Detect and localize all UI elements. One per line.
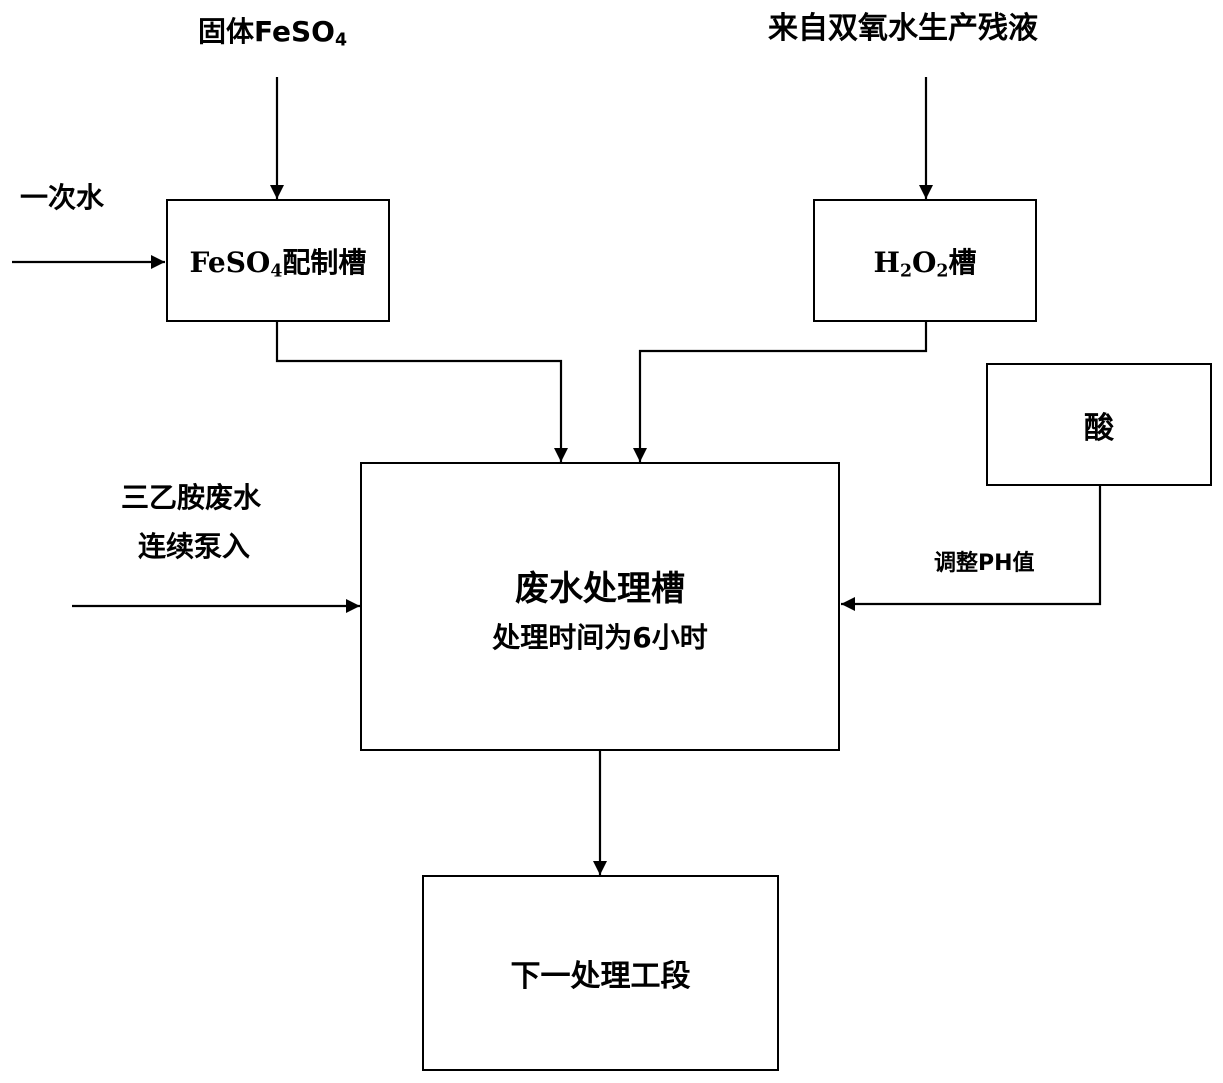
- tea-wastewater-label-line1: 三乙胺废水: [121, 481, 262, 514]
- h2o2-tank-label: H2O2槽: [873, 241, 976, 281]
- feso4-prep-tank-formula: FeSO: [189, 245, 271, 279]
- feso4-prep-tank: FeSO4配制槽: [166, 199, 390, 322]
- solid-feso4-subscript: 4: [334, 30, 348, 51]
- h2o2-source-label: 来自双氧水生产残液: [768, 11, 1038, 46]
- next-treatment-stage-label: 下一处理工段: [510, 959, 691, 994]
- feso4-prep-tank-subscript: 4: [270, 260, 283, 281]
- wastewater-treatment-tank: 废水处理槽 处理时间为6小时: [360, 462, 840, 751]
- arrow-acid-to-treatment-tank: [841, 485, 1102, 611]
- acid-tank-label: 酸: [1084, 410, 1114, 446]
- treatment-tank-title: 废水处理槽: [515, 569, 685, 609]
- arrow-h2o2-tank-to-treatment-tank: [633, 321, 928, 462]
- acid-tank: 酸: [986, 363, 1212, 486]
- h2o2-tank-sub2: 2: [936, 260, 949, 281]
- h2o2-tank: H2O2槽: [813, 199, 1037, 322]
- h2o2-tank-h: H: [873, 245, 900, 279]
- h2o2-tank-sub1: 2: [899, 260, 913, 281]
- solid-feso4-text: 固体FeSO: [198, 15, 335, 48]
- tea-wastewater-label-line2: 连续泵入: [138, 530, 251, 563]
- h2o2-tank-suffix: 槽: [948, 245, 977, 279]
- feso4-prep-tank-suffix: 配制槽: [282, 245, 367, 279]
- primary-water-label: 一次水: [20, 181, 105, 214]
- next-treatment-stage: 下一处理工段: [422, 875, 779, 1071]
- treatment-tank-subtitle: 处理时间为6小时: [492, 621, 708, 654]
- arrow-feso4-tank-to-treatment-tank: [275, 321, 568, 462]
- solid-feso4-label: 固体FeSO4: [198, 15, 348, 51]
- h2o2-tank-o: O: [912, 245, 937, 279]
- feso4-prep-tank-label: FeSO4配制槽: [190, 241, 367, 281]
- adjust-ph-label: 调整PH值: [934, 551, 1035, 576]
